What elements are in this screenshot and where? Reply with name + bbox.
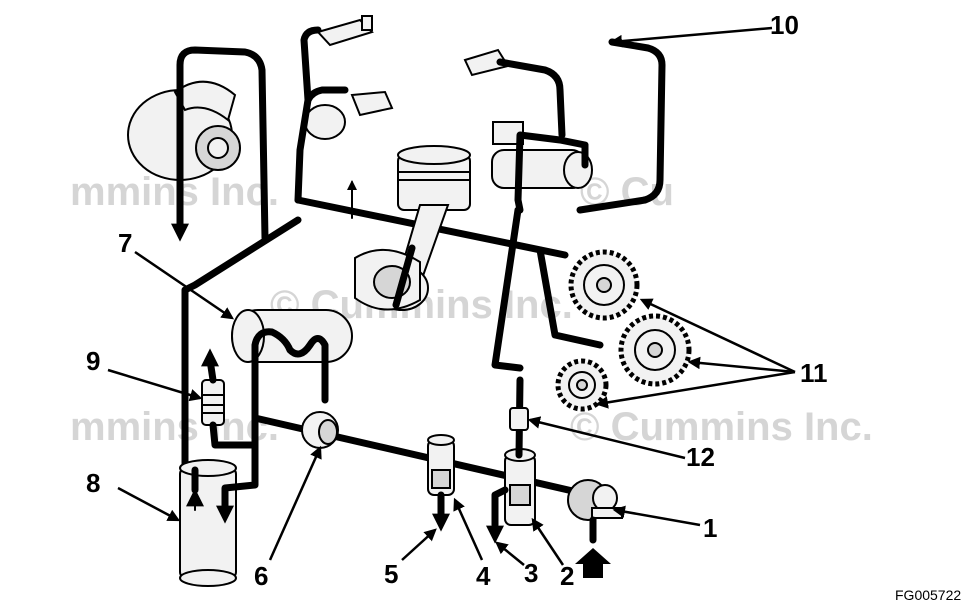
callout-7: 7 [118,228,132,258]
oil-pan [179,459,237,587]
rod-drilling [392,244,416,309]
idler-gear-supply-line [536,246,604,349]
gear-middle [618,313,692,387]
pump-inlet-arrow [575,548,611,578]
gear-upper [568,249,640,321]
gear-lower [555,358,609,412]
turbocharger [127,80,241,181]
gear-train-supply-line [491,206,524,372]
oil-filter [201,379,225,426]
callout-1: 1 [703,513,717,543]
figure-code: FG005722 [895,587,961,603]
check-valve [509,407,529,431]
piston [397,145,471,211]
callout-6: 6 [254,561,268,591]
watermark-text: © Cummins Inc. [570,405,873,449]
callout-9: 9 [86,346,100,376]
rocker-oil-line-right [496,58,566,139]
turbo-oil-line [176,46,269,242]
filter-to-cooler-line [209,356,259,449]
rocker-oil-line-left-upper [300,26,322,104]
rocker-lever-left-lower [304,90,394,140]
cam-oil-line [514,131,589,214]
pan-return-right [221,441,259,514]
oil-pump [567,479,623,521]
return-line-left [181,216,302,469]
callout-5: 5 [384,559,398,589]
rocker-supply-line-10 [576,38,666,214]
rocker-lever-left-upper [316,15,374,47]
relief-drain-line [491,486,509,529]
camshaft-follower [491,121,593,189]
leader-lines [107,26,796,566]
bypass-valve [301,411,339,449]
cooler-oil-passage [251,328,329,404]
pressure-regulator [427,434,455,496]
callout-12: 12 [686,442,715,472]
relief-valve [504,448,536,526]
callout-10: 10 [770,10,799,40]
callout-2: 2 [560,561,574,591]
callout-11: 11 [800,358,828,388]
callout-8: 8 [86,468,100,498]
callout-3: 3 [524,558,538,588]
callout-4: 4 [476,561,491,591]
